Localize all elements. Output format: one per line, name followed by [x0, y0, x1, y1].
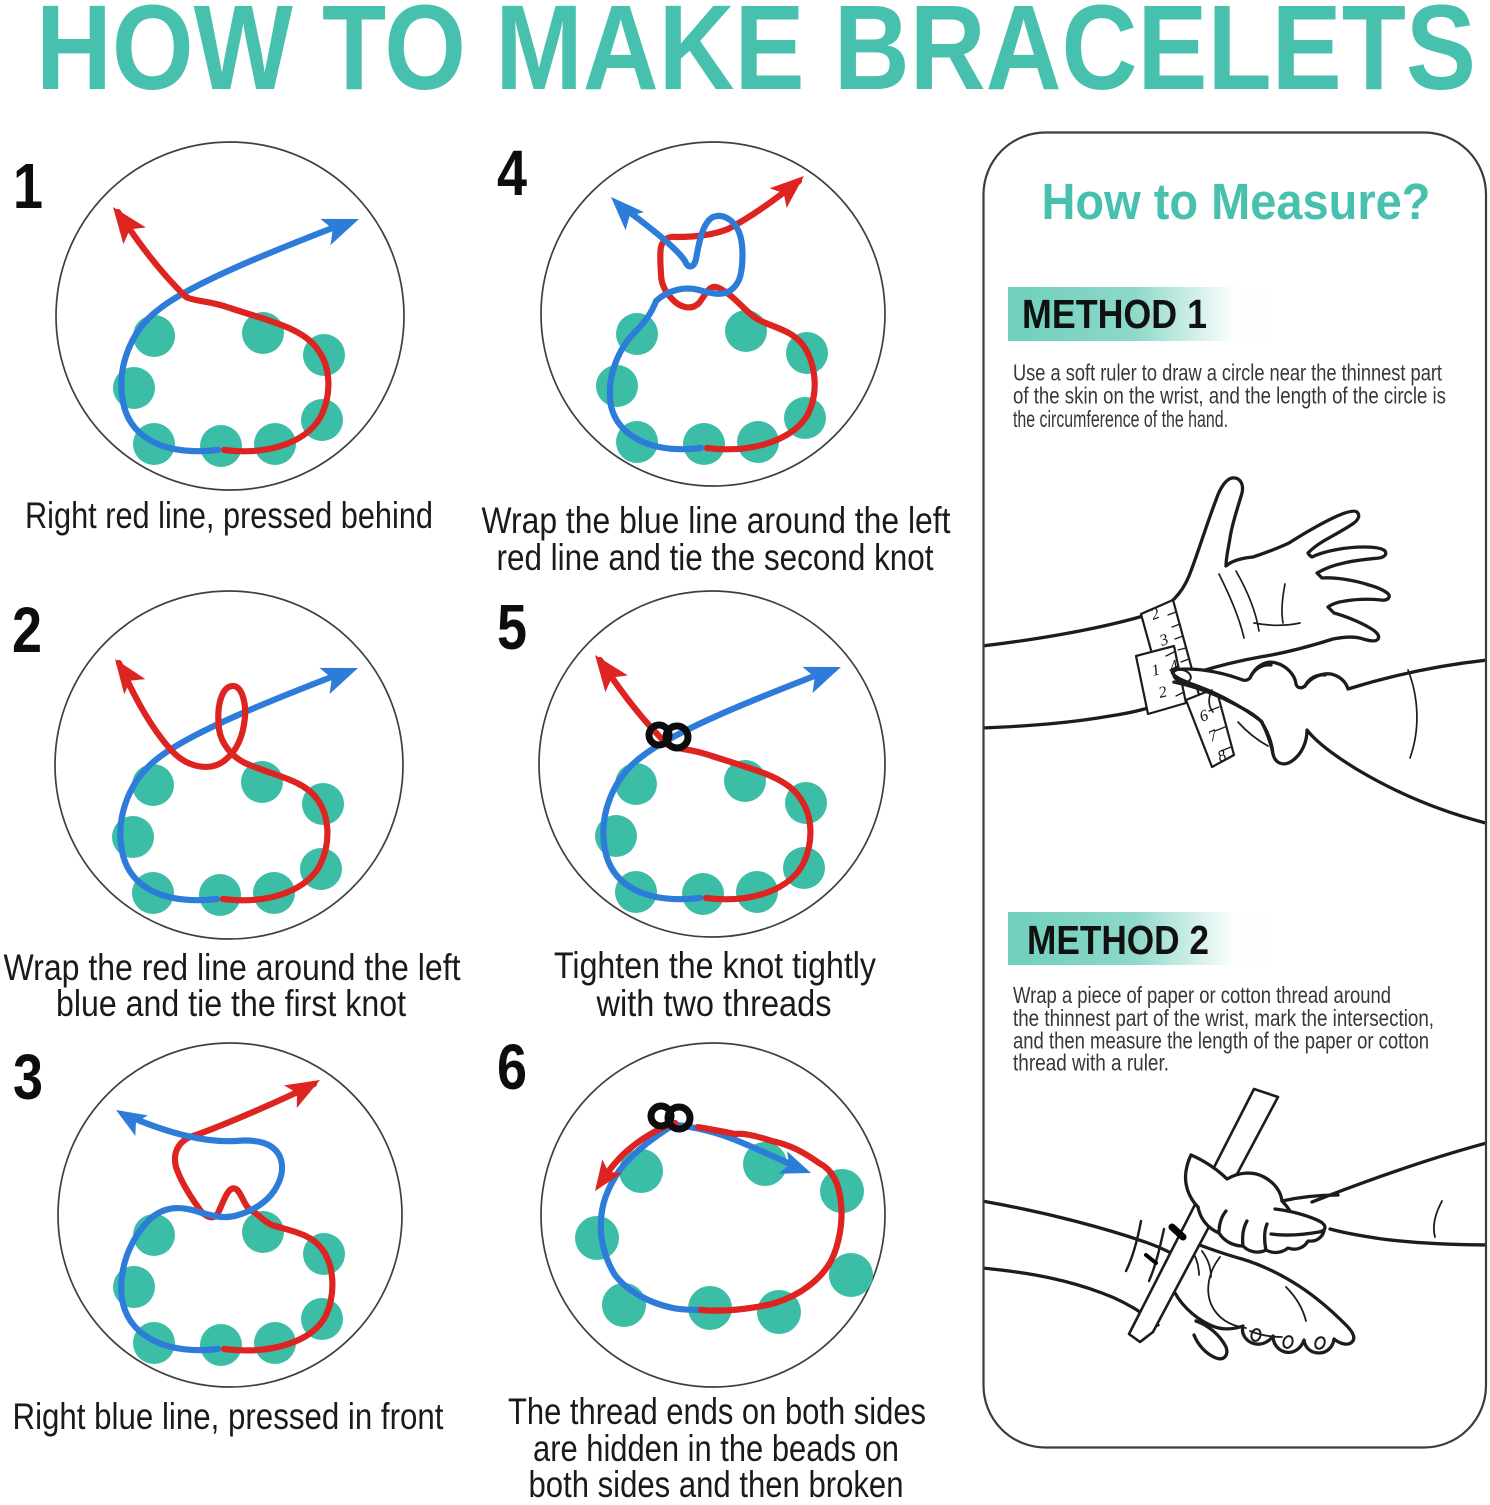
- svg-text:1: 1: [1150, 661, 1162, 679]
- svg-text:Wrap the blue line around the: Wrap the blue line around the left: [482, 500, 952, 541]
- svg-text:blue and tie the first knot: blue and tie the first knot: [56, 983, 407, 1024]
- svg-text:HOW TO MAKE BRACELETS: HOW TO MAKE BRACELETS: [36, 0, 1476, 115]
- svg-text:Wrap a piece of paper or cotto: Wrap a piece of paper or cotton thread a…: [1013, 982, 1391, 1008]
- svg-text:Right red line, pressed behind: Right red line, pressed behind: [25, 495, 433, 536]
- svg-text:both sides and then broken: both sides and then broken: [529, 1464, 904, 1500]
- svg-text:Wrap the red line around the l: Wrap the red line around the left: [4, 947, 462, 988]
- svg-text:with two threads: with two threads: [596, 983, 832, 1024]
- svg-text:of the skin on the wrist, and: of the skin on the wrist, and the length…: [1013, 383, 1446, 409]
- svg-text:the circumference of the hand.: the circumference of the hand.: [1013, 406, 1228, 432]
- svg-text:and then measure the length of: and then measure the length of the paper…: [1013, 1028, 1429, 1054]
- svg-text:are hidden in the beads on: are hidden in the beads on: [533, 1428, 899, 1469]
- svg-text:3: 3: [13, 1041, 43, 1113]
- svg-text:Use a soft ruler to draw a cir: Use a soft ruler to draw a circle near t…: [1013, 360, 1442, 386]
- svg-text:red line and tie the second kn: red line and tie the second knot: [497, 537, 935, 578]
- svg-text:4: 4: [497, 137, 527, 209]
- svg-text:thread with a ruler.: thread with a ruler.: [1013, 1050, 1169, 1076]
- svg-text:METHOD 1: METHOD 1: [1022, 291, 1207, 337]
- svg-text:METHOD 2: METHOD 2: [1027, 917, 1209, 963]
- svg-text:1: 1: [13, 150, 43, 222]
- svg-text:2: 2: [1157, 683, 1169, 701]
- svg-text:How to Measure?: How to Measure?: [1042, 173, 1431, 230]
- svg-text:Tighten the knot tightly: Tighten the knot tightly: [554, 945, 876, 986]
- svg-text:2: 2: [12, 594, 42, 666]
- svg-text:6: 6: [497, 1031, 527, 1103]
- svg-text:The thread ends on both sides: The thread ends on both sides: [508, 1391, 926, 1432]
- svg-text:Right blue line, pressed in fr: Right blue line, pressed in front: [13, 1396, 445, 1437]
- svg-text:5: 5: [497, 591, 527, 663]
- svg-text:the thinnest part of the wrist: the thinnest part of the wrist, mark the…: [1013, 1005, 1434, 1031]
